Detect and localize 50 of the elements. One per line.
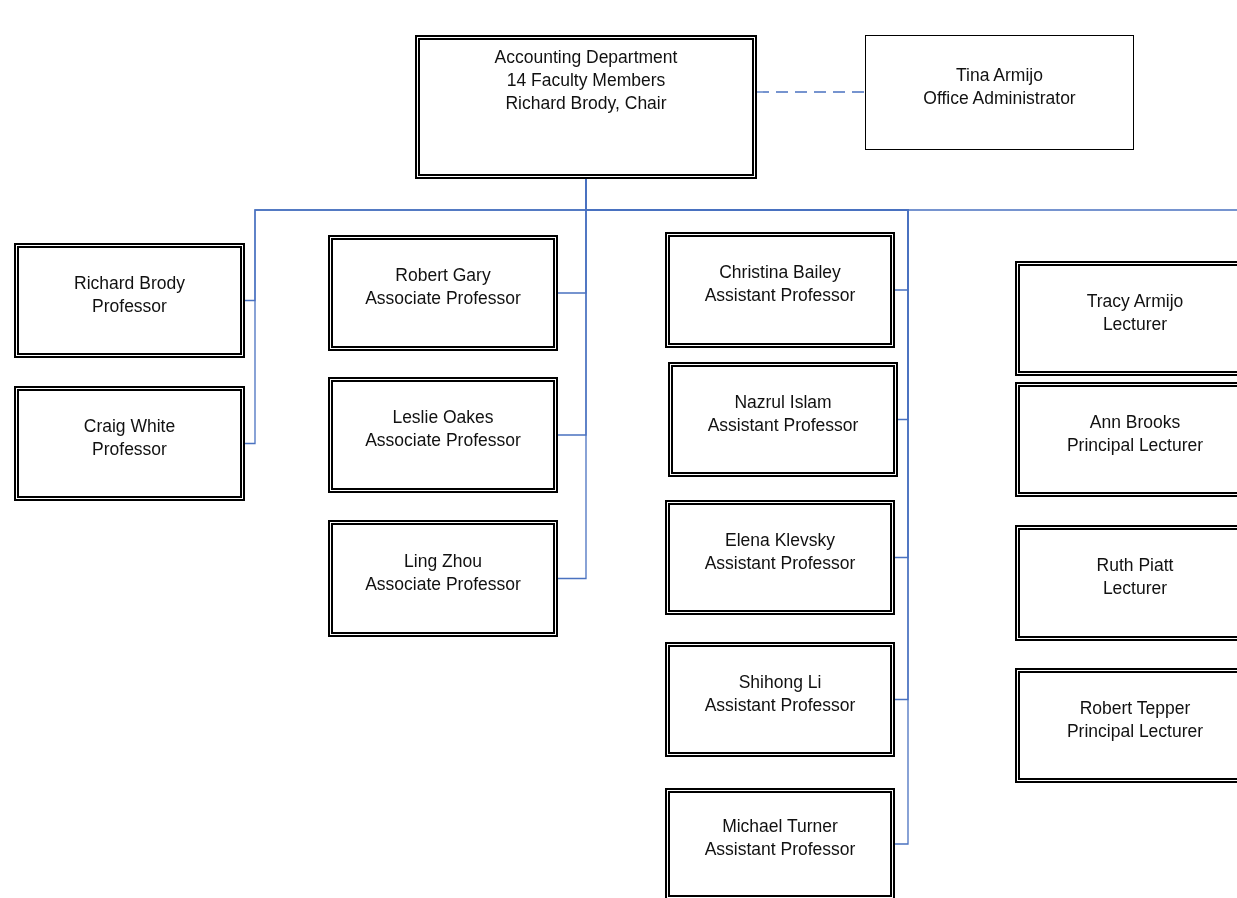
department-box — [415, 35, 757, 179]
role-label: Office Administrator — [923, 86, 1076, 110]
name-label: Tracy Armijo — [1086, 289, 1184, 313]
person-box — [665, 232, 895, 348]
role-label: Assistant Professor — [704, 838, 856, 861]
name-label: Tina Armijo — [956, 63, 1043, 87]
person-box — [14, 243, 245, 358]
role-label: Assistant Professor — [704, 693, 856, 717]
name-label: Ann Brooks — [1089, 410, 1181, 434]
person-box — [1015, 525, 1237, 641]
person-box — [328, 235, 558, 351]
name-label: Christina Bailey — [719, 261, 841, 284]
name-label: Leslie Oakes — [392, 406, 494, 429]
role-label: 14 Faculty Members — [506, 68, 666, 92]
person-box — [328, 377, 558, 493]
role-label: Associate Professor — [365, 287, 521, 310]
person-box — [1015, 668, 1237, 783]
name-label: Richard Brody — [74, 271, 185, 295]
name-label: Ling Zhou — [404, 549, 482, 573]
role-label: Lecturer — [1102, 312, 1168, 336]
role-label: Lecturer — [1102, 577, 1168, 600]
name-label: Robert Tepper — [1079, 696, 1191, 720]
role-label: Professor — [92, 294, 167, 318]
person-box — [665, 642, 895, 757]
name-label: Elena Klevsky — [725, 528, 835, 552]
role-label: Associate Professor — [365, 429, 521, 452]
role-label: Assistant Professor — [707, 413, 859, 437]
person-box — [14, 386, 245, 501]
person-box — [665, 788, 895, 898]
role-label: Professor — [92, 437, 167, 461]
role-label: Richard Brody, Chair — [505, 91, 667, 115]
role-label: Principal Lecturer — [1066, 433, 1204, 457]
person-box — [1015, 382, 1237, 497]
person-box — [668, 362, 898, 477]
role-label: Principal Lecturer — [1066, 719, 1204, 743]
person-box — [665, 500, 895, 615]
name-label: Robert Gary — [395, 264, 491, 287]
role-label: Assistant Professor — [704, 284, 856, 307]
person-box — [1015, 261, 1237, 376]
role-label: Associate Professor — [365, 572, 521, 596]
name-label: Nazrul Islam — [734, 390, 832, 414]
name-label: Shihong Li — [738, 670, 822, 694]
connector-line — [756, 91, 866, 93]
name-label: Ruth Piatt — [1096, 554, 1174, 577]
person-box — [328, 520, 558, 637]
person-box — [865, 35, 1134, 150]
name-label: Accounting Department — [494, 46, 678, 69]
name-label: Michael Turner — [722, 815, 838, 838]
name-label: Craig White — [83, 414, 176, 438]
role-label: Assistant Professor — [704, 551, 856, 575]
